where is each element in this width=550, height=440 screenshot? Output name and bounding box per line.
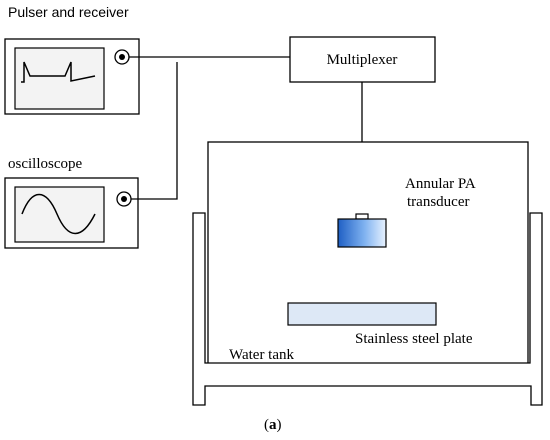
tank-stand	[192, 212, 543, 406]
pulser-receiver-label: Pulser and receiver	[8, 4, 129, 20]
annular-pa-transducer: Annular PA transducer	[337, 176, 476, 248]
caption-open: (	[264, 417, 269, 433]
oscilloscope-screen	[14, 186, 105, 243]
plate-body	[287, 302, 437, 326]
multiplexer-unit: Multiplexer	[289, 36, 436, 83]
caption-letter: a	[269, 417, 277, 433]
pulser-receiver-unit: Pulser and receiver	[4, 4, 140, 115]
oscilloscope-label: oscilloscope	[8, 156, 82, 172]
transducer-label-line2: transducer	[407, 194, 469, 210]
water-tank-label: Water tank	[229, 347, 295, 363]
oscilloscope-connector-icon	[116, 191, 132, 207]
multiplexer-box	[289, 36, 436, 83]
multiplexer-label: Multiplexer	[327, 52, 398, 68]
transducer-cap	[355, 213, 369, 220]
stainless-steel-plate: Stainless steel plate	[287, 302, 473, 347]
tank-inner-wall	[207, 141, 529, 371]
pulse-waveform-icon	[21, 61, 96, 83]
sine-waveform-icon	[21, 193, 96, 235]
figure-caption: (a)	[264, 417, 282, 433]
transducer-label-line1: Annular PA	[405, 176, 476, 192]
pulser-receiver-screen	[14, 47, 105, 110]
cable-oscilloscope	[131, 62, 178, 200]
pulser-connector-icon	[114, 49, 130, 65]
plate-label: Stainless steel plate	[355, 331, 473, 347]
oscilloscope-unit: oscilloscope	[4, 156, 139, 249]
water-tank: Water tank	[192, 141, 543, 406]
caption-close: )	[277, 417, 282, 433]
transducer-body	[337, 218, 387, 248]
